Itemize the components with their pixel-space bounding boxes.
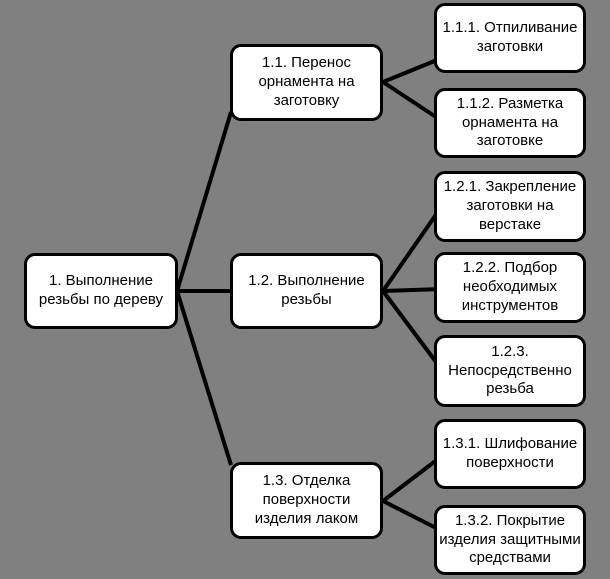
connector-1-3-to-1-3-2	[382, 499, 443, 533]
node-1-3[interactable]: 1.3. Отделка поверхности изделия лаком	[230, 462, 383, 539]
node-1-2-3-label: 1.2.3. Непосредственно резьба	[448, 342, 572, 398]
connector-1-2-to-1-2-1	[381, 204, 444, 293]
node-1-3-label: 1.3. Отделка поверхности изделия лаком	[254, 472, 359, 527]
node-1-2-3[interactable]: 1.2.3. Непосредственно резьба	[434, 335, 586, 407]
node-1-2-2-label: 1.2.2. Подбор необходимых инструментов	[461, 259, 559, 314]
connector-1-to-1-1	[175, 111, 233, 292]
connector-1-1-to-1-1-2	[381, 80, 444, 123]
node-1-3-1-label: 1.3.1. Шлифование поверхности	[442, 435, 578, 471]
node-1-3-2-label: 1.3.2. Покрытие изделия защитными средст…	[439, 511, 581, 567]
node-1-1-1[interactable]: 1.1.1. Отпиливание заготовки	[434, 3, 586, 73]
node-root[interactable]: 1. Выполнение резьбы по дереву	[24, 253, 178, 329]
node-1-2-1-label: 1.2.1. Закрепление заготовки на верстаке	[443, 178, 577, 233]
connector-1-2-to-1-2-2	[382, 287, 443, 293]
node-1-2[interactable]: 1.2. Выполнение резьбы	[230, 253, 383, 329]
node-1-1-1-label: 1.1.1. Отпиливание заготовки	[442, 19, 578, 55]
node-1-3-2[interactable]: 1.3.2. Покрытие изделия защитными средст…	[434, 505, 586, 575]
connector-1-2-to-1-2-3	[381, 289, 444, 372]
node-1-2-2[interactable]: 1.2.2. Подбор необходимых инструментов	[434, 252, 586, 323]
connector-1-1-to-1-1-1	[382, 56, 443, 84]
node-1-1-label: 1.1. Перенос орнамента на заготовку	[258, 54, 355, 109]
node-1-3-1[interactable]: 1.3.1. Шлифование поверхности	[434, 419, 586, 489]
node-1-1[interactable]: 1.1. Перенос орнамента на заготовку	[230, 44, 383, 121]
node-1-1-2-label: 1.1.2. Разметка орнамента на заготовке	[456, 94, 564, 150]
node-root-label: 1. Выполнение резьбы по дереву	[38, 272, 164, 308]
connector-1-3-to-1-3-1	[381, 454, 444, 503]
node-1-1-2[interactable]: 1.1.2. Разметка орнамента на заготовке	[434, 88, 586, 158]
connector-1-to-1-3	[175, 290, 233, 466]
node-1-2-label: 1.2. Выполнение резьбы	[248, 272, 365, 308]
node-1-2-1[interactable]: 1.2.1. Закрепление заготовки на верстаке	[434, 171, 586, 242]
